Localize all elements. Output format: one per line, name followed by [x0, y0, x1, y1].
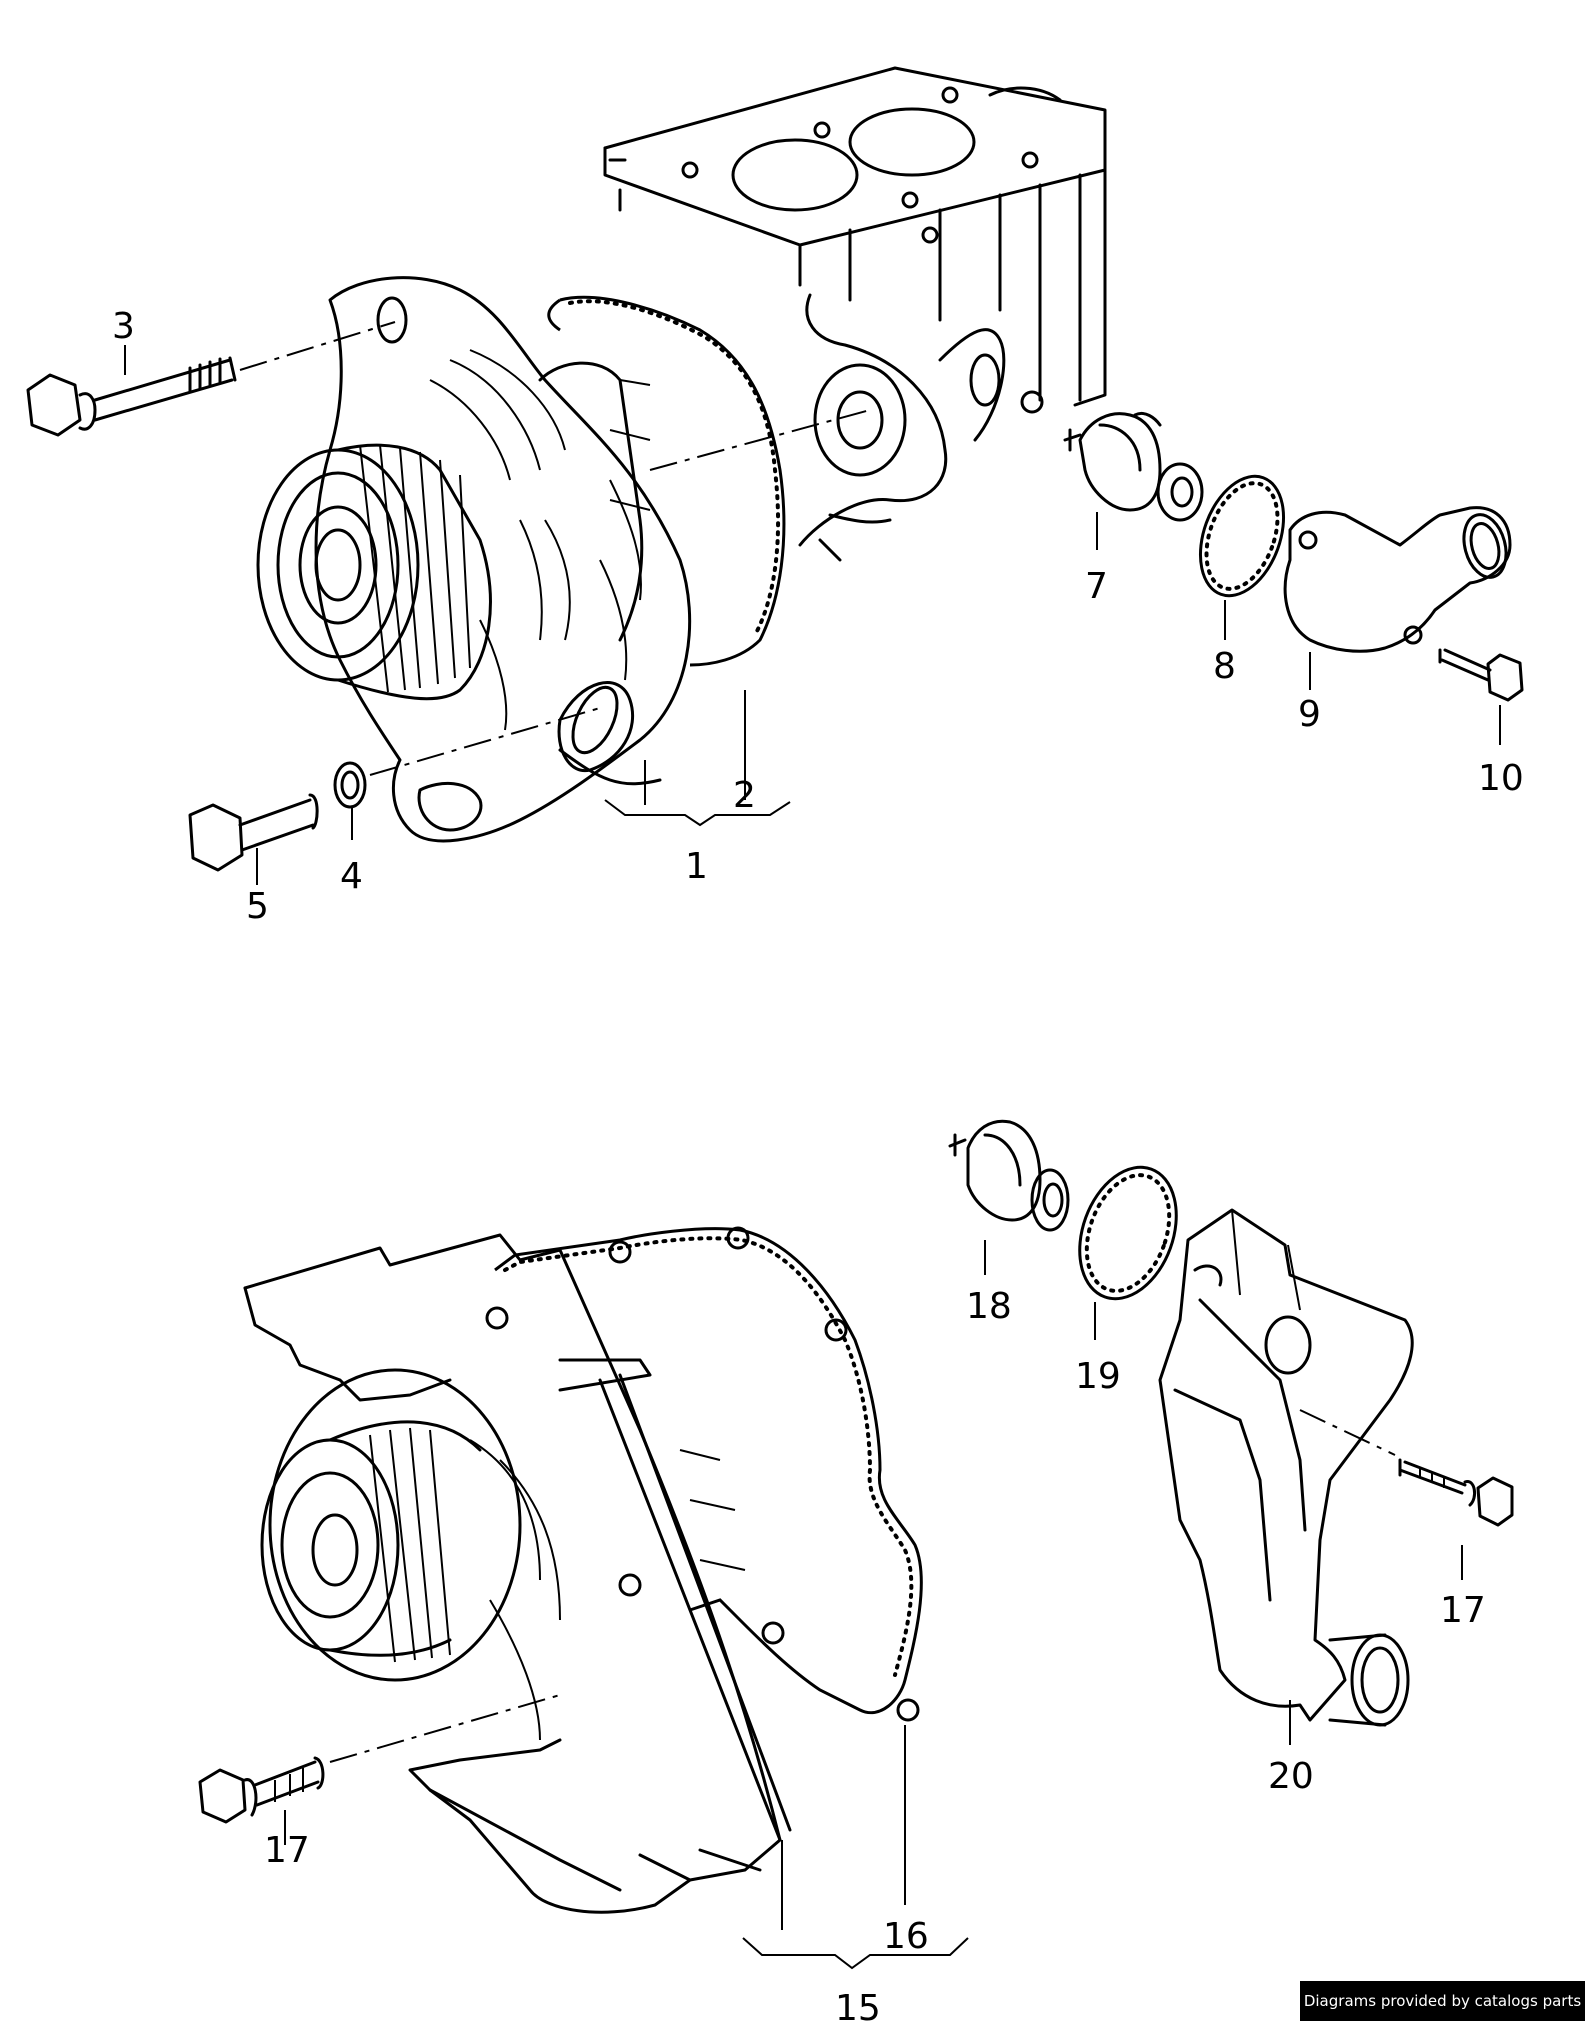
bolt-3	[26, 356, 237, 437]
leader-1-2	[644, 690, 746, 805]
axis-line-3	[239, 321, 396, 371]
callout-2: 2	[733, 775, 756, 816]
callout-17-left: 17	[264, 1830, 310, 1871]
bolt-10	[1438, 648, 1524, 702]
callout-10: 10	[1478, 758, 1524, 799]
thermostat-7	[1063, 411, 1204, 522]
bracket-15	[742, 1937, 969, 1970]
callout-8: 8	[1213, 646, 1236, 687]
coolant-flange-20	[1158, 1208, 1414, 1727]
bolt-5	[188, 793, 319, 872]
credit-badge: Diagrams provided by catalogs parts	[1300, 1981, 1585, 2021]
callout-4: 4	[340, 856, 363, 897]
callout-5: 5	[246, 886, 269, 927]
axis-line-5	[369, 707, 601, 776]
callout-17-right: 17	[1440, 1590, 1486, 1631]
gasket-2	[547, 295, 786, 667]
seal-ring-8	[1198, 474, 1286, 598]
callout-16: 16	[883, 1916, 929, 1957]
bolt-17-left	[198, 1756, 325, 1824]
thermostat-18	[948, 1119, 1070, 1232]
gasket-16	[485, 1226, 923, 1722]
bracket-1	[604, 799, 791, 827]
axis-line-1	[649, 409, 871, 471]
callout-9: 9	[1298, 694, 1321, 735]
callout-19: 19	[1075, 1356, 1121, 1397]
axis-line-17-left	[329, 1694, 561, 1763]
pump-housing-15	[243, 1233, 792, 1914]
seal-ring-19	[1078, 1165, 1178, 1301]
callout-3: 3	[112, 306, 135, 347]
callout-15: 15	[835, 1988, 881, 2021]
engine-block	[603, 66, 1107, 562]
callout-1: 1	[685, 846, 708, 887]
washer-4	[333, 761, 367, 809]
callout-18: 18	[966, 1286, 1012, 1327]
coolant-elbow-9	[1283, 506, 1512, 653]
callout-7: 7	[1085, 566, 1108, 607]
axis-line-17-right	[1299, 1409, 1396, 1456]
pump-pulley	[256, 443, 492, 701]
bolt-17-right	[1398, 1458, 1514, 1527]
callout-20: 20	[1268, 1756, 1314, 1797]
